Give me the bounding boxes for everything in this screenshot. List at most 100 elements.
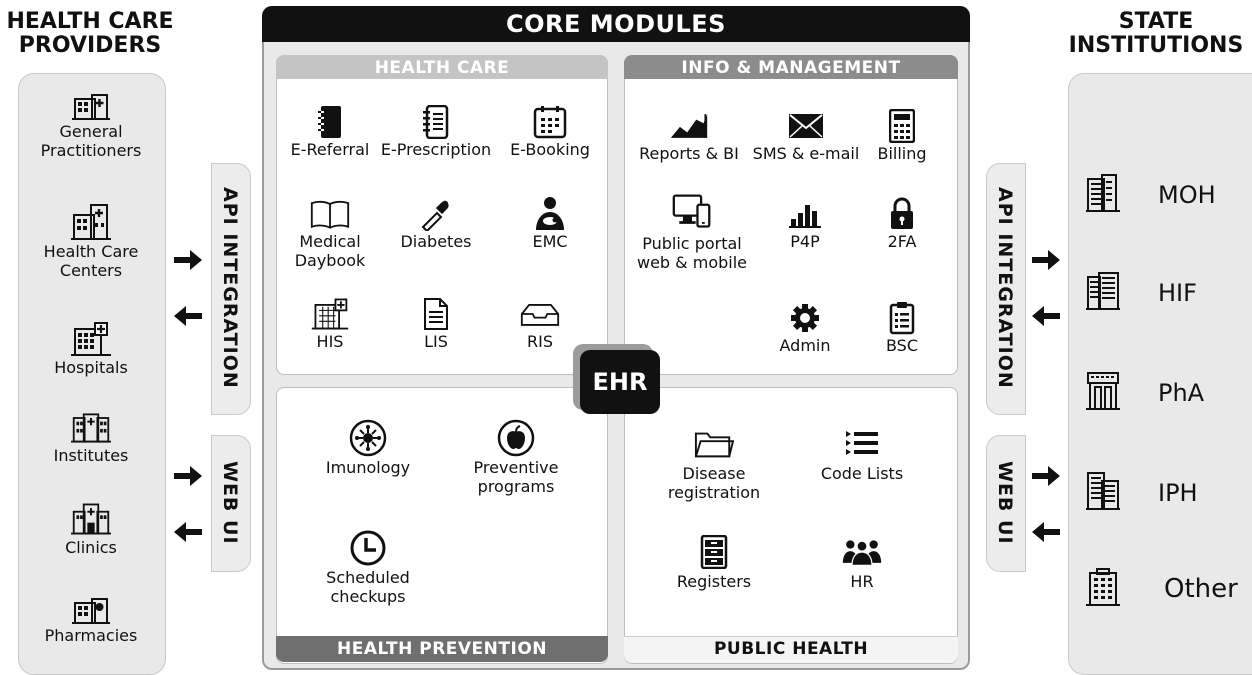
provider-label: Institutes <box>53 446 129 465</box>
providers-heading: HEALTH CARE PROVIDERS <box>0 10 180 58</box>
info-management-title-bar <box>624 55 958 79</box>
core-modules-title: CORE MODULES <box>262 6 970 42</box>
module-label: Medical Daybook <box>294 232 366 270</box>
provider-health-care-centers: Health Care Centers <box>18 200 164 280</box>
provider-label: Clinics <box>65 538 117 557</box>
arrow-right-icon <box>1032 466 1060 486</box>
apple-icon <box>496 418 536 458</box>
people-icon <box>842 532 882 572</box>
devices-icon <box>672 190 712 234</box>
module-label: E-Prescription <box>380 140 492 159</box>
health-prevention-panel <box>276 387 608 664</box>
health-care-title-bar <box>276 55 608 79</box>
institution-label: IPH <box>1158 479 1198 507</box>
provider-general-practitioners: General Practitioners <box>18 92 164 160</box>
right-api-integration-panel <box>986 163 1026 415</box>
institute-icon <box>71 410 111 446</box>
health-prevention-title: HEALTH PREVENTION <box>336 639 548 659</box>
document-icon <box>416 296 456 332</box>
provider-label: Pharmacies <box>44 626 138 645</box>
provider-label: Health Care Centers <box>43 242 139 280</box>
module-registers: Registers <box>656 532 772 591</box>
module-bsc: BSC <box>864 300 940 355</box>
module-label: RIS <box>527 332 553 351</box>
health-center-icon <box>71 200 111 242</box>
institution-label: Other <box>1164 574 1238 604</box>
pharmacy-building-icon <box>1086 371 1120 415</box>
arrow-left-icon <box>1032 522 1060 542</box>
right-web-ui-panel <box>986 435 1026 572</box>
ehr-badge: EHR <box>580 350 660 414</box>
provider-label: General Practitioners <box>40 122 142 160</box>
module-e-prescription: E-Prescription <box>380 104 492 159</box>
right-web-ui-label: WEB UI <box>994 460 1016 545</box>
module-label: Preventive programs <box>473 458 559 496</box>
office-building-icon <box>1086 471 1120 515</box>
calculator-icon <box>882 108 922 144</box>
institution-hif: HIF <box>1086 270 1246 316</box>
public-health-panel <box>624 387 958 664</box>
provider-institutes: Institutes <box>18 410 164 465</box>
arrow-right-icon <box>1032 250 1060 270</box>
office-building-icon <box>1086 567 1120 611</box>
referral-book-icon <box>310 104 350 140</box>
institution-label: MOH <box>1158 181 1216 209</box>
module-admin: Admin <box>760 300 850 355</box>
bar-chart-icon <box>785 196 825 232</box>
module-disease-registration: Disease registration <box>656 424 772 502</box>
virus-icon <box>348 418 388 458</box>
module-e-referral: E-Referral <box>276 104 384 159</box>
module-p4p: P4P <box>760 196 850 251</box>
institutions-heading: STATE INSTITUTIONS <box>1060 10 1252 58</box>
health-prevention-title-bar <box>276 636 608 662</box>
module-label: EMC <box>532 232 568 251</box>
clinic-icon <box>71 500 111 538</box>
module-label: Disease registration <box>667 464 761 502</box>
module-imunology: Imunology <box>310 418 426 477</box>
providers-panel <box>18 73 166 675</box>
folder-icon <box>694 424 734 464</box>
arrow-right-icon <box>174 466 202 486</box>
module-code-lists: Code Lists <box>806 424 918 483</box>
providers-heading-line1: HEALTH CARE <box>6 9 174 34</box>
cabinet-icon <box>694 532 734 572</box>
tray-icon <box>520 296 560 332</box>
pharmacy-icon <box>71 596 111 626</box>
prescription-notebook-icon <box>416 104 456 140</box>
institution-iph: IPH <box>1086 470 1246 516</box>
module-label: E-Booking <box>510 140 590 159</box>
institutions-heading-line1: STATE <box>1118 9 1194 34</box>
calendar-icon <box>530 104 570 140</box>
institution-other: Other <box>1086 566 1246 612</box>
module-hr: HR <box>806 532 918 591</box>
arrow-left-icon <box>174 522 202 542</box>
area-chart-icon <box>669 108 709 144</box>
module-sms-email: SMS & e-mail <box>750 108 862 163</box>
module-label: Imunology <box>325 458 411 477</box>
module-label: HR <box>850 572 874 591</box>
institution-moh: MOH <box>1086 172 1246 218</box>
module-e-booking: E-Booking <box>496 104 604 159</box>
module-label: BSC <box>885 336 919 355</box>
module-emc: EMC <box>496 196 604 251</box>
hospital-system-icon <box>310 296 350 332</box>
module-label: HIS <box>316 332 344 351</box>
module-label: Reports & BI <box>639 144 739 163</box>
public-health-title: PUBLIC HEALTH <box>713 639 869 659</box>
right-api-integration-label: API INTEGRATION <box>994 187 1016 389</box>
open-book-icon <box>310 196 350 232</box>
module-label: Scheduled checkups <box>326 568 410 606</box>
arrow-left-icon <box>1032 306 1060 326</box>
module-ris: RIS <box>486 296 594 351</box>
module-label: Code Lists <box>820 464 904 483</box>
institutions-heading-line2: INSTITUTIONS <box>1068 33 1244 58</box>
provider-pharmacies: Pharmacies <box>18 596 164 645</box>
module-label: Admin <box>779 336 831 355</box>
clipboard-icon <box>882 300 922 336</box>
arrow-right-icon <box>174 250 202 270</box>
providers-heading-line2: PROVIDERS <box>18 33 162 58</box>
module-label: SMS & e-mail <box>752 144 860 163</box>
module-label: Billing <box>877 144 927 163</box>
module-label: 2FA <box>887 232 917 251</box>
provider-hospitals: Hospitals <box>18 320 164 377</box>
